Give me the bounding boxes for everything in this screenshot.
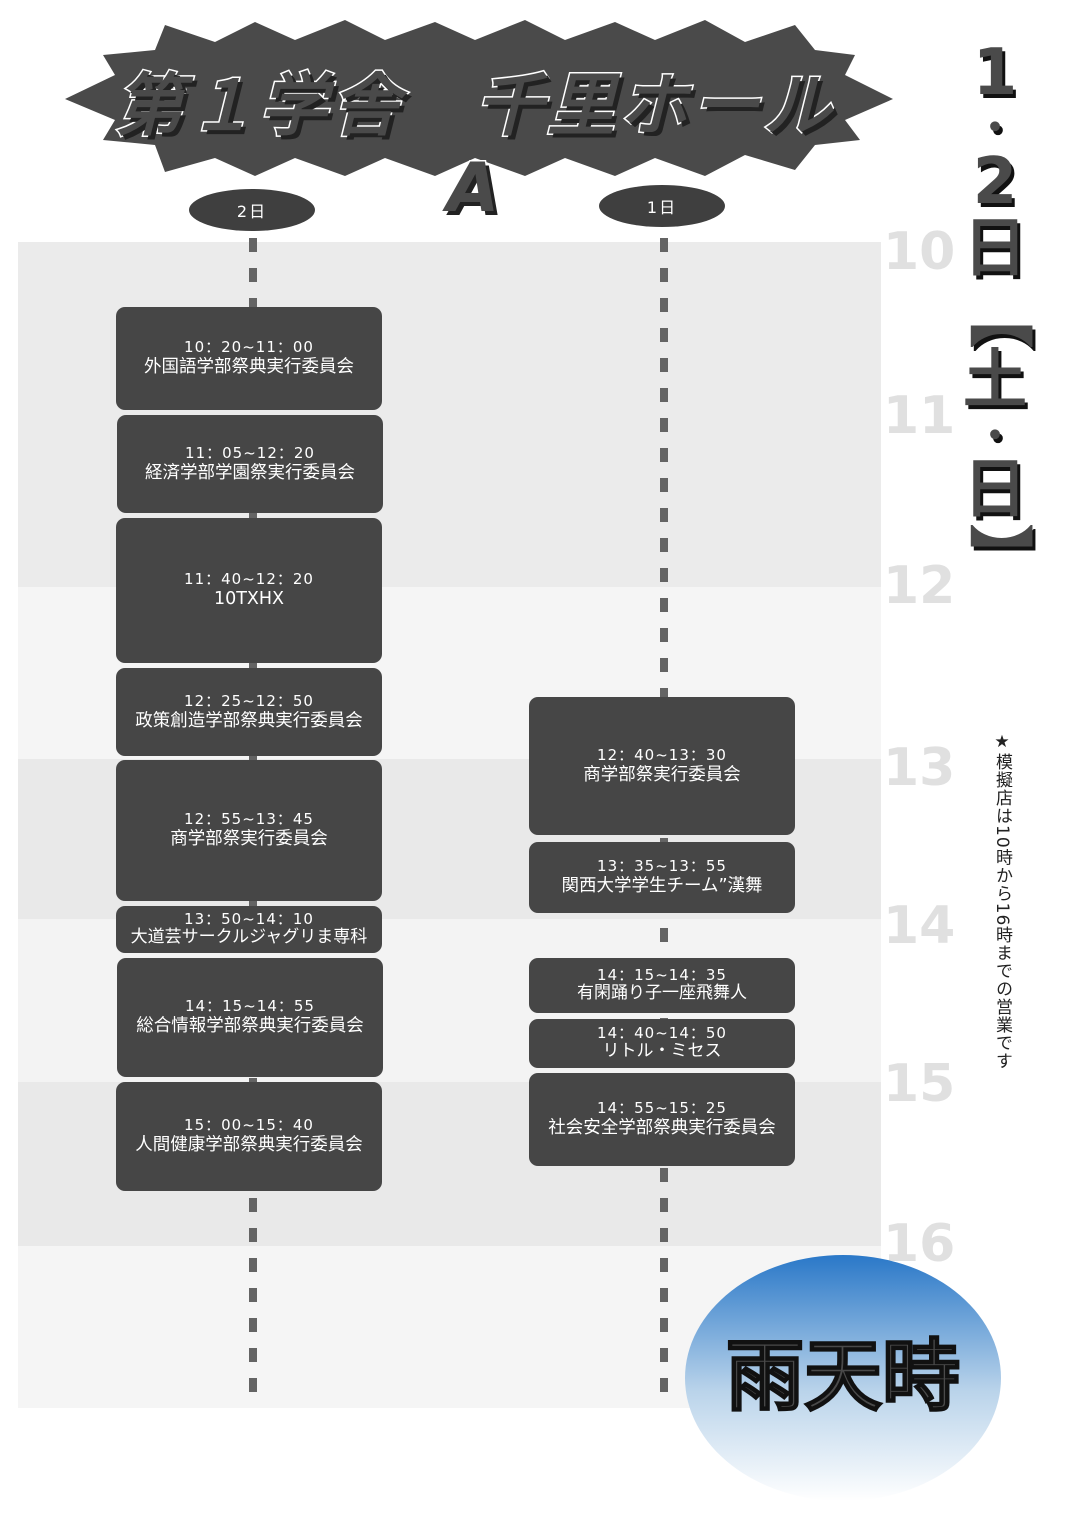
event-card[interactable]: 12：40~13：30 商学部祭実行委員会: [529, 697, 795, 835]
event-time: 14：40~14：50: [597, 1024, 727, 1043]
page-title: 第１学舎 千里ホールA: [113, 66, 835, 230]
hour-label: 11: [883, 386, 956, 446]
rain-badge: 雨天時: [685, 1255, 1001, 1501]
event-card[interactable]: 14：55~15：25 社会安全学部祭典実行委員会: [529, 1073, 795, 1166]
hour-label: 12: [883, 556, 956, 616]
date-char: 日: [962, 452, 1028, 527]
event-card[interactable]: 12：25~12：50 政策創造学部祭典実行委員会: [116, 668, 382, 756]
event-time: 13：50~14：10: [184, 910, 314, 929]
event-name: 関西大学学生チーム”漢舞: [561, 876, 763, 897]
event-name: 商学部祭実行委員会: [170, 829, 328, 850]
event-time: 12：25~12：50: [184, 691, 314, 710]
date-char: 【: [958, 283, 1034, 349]
event-card[interactable]: 14：40~14：50 リトル・ミセス: [529, 1019, 795, 1068]
date-char: ・: [974, 412, 1016, 459]
event-card[interactable]: 14：15~14：55 総合情報学部祭典実行委員会: [117, 958, 383, 1077]
event-time: 13：35~13：55: [597, 857, 727, 876]
event-card[interactable]: 13：35~13：55 関西大学学生チーム”漢舞: [529, 842, 795, 913]
event-name: リトル・ミセス: [602, 1041, 722, 1062]
date-char: 2: [972, 145, 1019, 220]
date-char: ・: [974, 105, 1016, 152]
event-card[interactable]: 13：50~14：10 大道芸サークルジャグリま専科: [116, 906, 382, 953]
event-time: 10：20~11：00: [184, 338, 314, 357]
event-card[interactable]: 11：40~12：20 10TXHX: [116, 518, 382, 663]
event-name: 政策創造学部祭典実行委員会: [135, 710, 363, 731]
event-name: 10TXHX: [213, 589, 285, 610]
event-time: 12：55~13：45: [184, 810, 314, 829]
rain-label: 雨天時: [726, 1332, 960, 1422]
event-name: 大道芸サークルジャグリま専科: [130, 927, 368, 948]
hour-label: 14: [883, 896, 956, 956]
event-card[interactable]: 11：05~12：20 経済学部学園祭実行委員会: [117, 415, 383, 513]
event-card[interactable]: 14：15~14：35 有閑踊り子一座飛舞人: [529, 958, 795, 1013]
event-name: 経済学部学園祭実行委員会: [145, 462, 355, 483]
event-time: 14：55~15：25: [597, 1099, 727, 1118]
event-card[interactable]: 10：20~11：00 外国語学部祭典実行委員会: [116, 307, 382, 410]
event-time: 11：40~12：20: [184, 570, 314, 589]
hour-label: 10: [883, 222, 956, 282]
event-card[interactable]: 12：55~13：45 商学部祭実行委員会: [116, 760, 382, 901]
title-banner: [65, 20, 893, 176]
date-char: 日: [962, 212, 1028, 287]
date-char: 】: [958, 523, 1034, 589]
event-time: 12：40~13：30: [597, 745, 727, 764]
vertical-date: 1 ・ 2 日 【 土 ・ 日 】: [958, 36, 1034, 589]
hour-label: 13: [883, 738, 956, 798]
event-name: 人間健康学部祭典実行委員会: [135, 1135, 363, 1156]
event-time: 14：15~14：55: [185, 997, 315, 1016]
day-label-2: 2日: [189, 189, 315, 231]
business-hours-note: ★模擬店は10時から16時までの営業です: [992, 732, 1012, 1071]
event-name: 社会安全学部祭典実行委員会: [548, 1118, 776, 1139]
hour-label: 15: [883, 1054, 956, 1114]
hour-label: 16: [883, 1214, 956, 1274]
date-char: 土: [962, 343, 1028, 418]
date-char: 1: [972, 36, 1019, 110]
event-time: 15：00~15：40: [184, 1116, 314, 1135]
event-time: 11：05~12：20: [185, 443, 315, 462]
event-name: 外国語学部祭典実行委員会: [144, 357, 354, 378]
day-label-1: 1日: [599, 185, 725, 227]
event-name: 総合情報学部祭典実行委員会: [136, 1016, 364, 1037]
event-time: 14：15~14：35: [597, 966, 727, 985]
event-name: 有閑踊り子一座飛舞人: [577, 983, 747, 1004]
event-card[interactable]: 15：00~15：40 人間健康学部祭典実行委員会: [116, 1082, 382, 1191]
event-name: 商学部祭実行委員会: [583, 764, 741, 785]
